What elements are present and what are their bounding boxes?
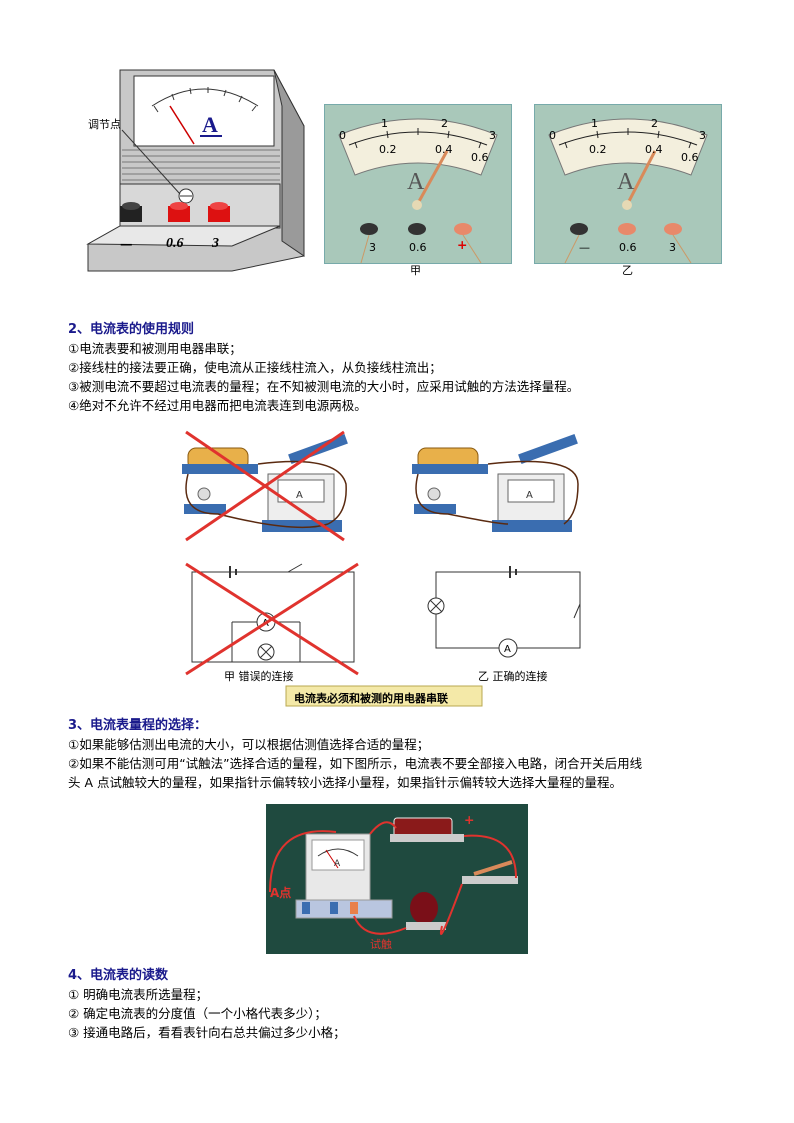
trial-meter-symbol: A [334, 859, 341, 869]
meter-right: A 0 1 2 3 0.2 0.4 0.6 — 0.6 3 [534, 104, 722, 264]
scale-bottom-1: 0.2 [379, 143, 397, 156]
rule-1: ①电流表要和被测用电器串联； [68, 341, 242, 356]
meter-left-symbol: A [407, 169, 425, 195]
rule-2: ②接线柱的接法要正确，使电流从正接线柱流入，从负接线柱流出； [68, 360, 442, 375]
rule-4: ④绝对不允许不经过用电器而把电流表连到电源两极。 [68, 398, 367, 413]
scale-top-0: 0 [549, 129, 556, 142]
section-4-heading: 4、电流表的读数 [68, 968, 169, 983]
caption-right: 乙 正确的连接 [478, 670, 548, 683]
terminal-label: 3 [369, 241, 376, 254]
reading-step-3: ③ 接通电路后，看看表针向右总共偏过多少小格； [68, 1025, 346, 1040]
label-yi: 乙 [622, 264, 633, 277]
section-4: 4、电流表的读数 ① 明确电流表所选量程； ② 确定电流表的分度值（一个小格代表… [68, 966, 346, 1042]
scale-top-1: 1 [591, 117, 598, 130]
label-jia: 甲 [410, 264, 421, 277]
terminal-0-6: 0.6 [166, 236, 184, 251]
section-3: 3、电流表量程的选择： ①如果能够估测出电流的大小，可以根据估测值选择合适的量程… [68, 716, 642, 792]
circuit-comparison-figure: A A A [178, 424, 594, 714]
scale-top-2: 2 [651, 117, 658, 130]
terminal-label: 0.6 [619, 241, 637, 254]
terminal-label: 3 [669, 241, 676, 254]
label-a-point: A点 [270, 886, 292, 900]
label-trial-touch: 试触 [370, 938, 392, 951]
range-rule-2: ②如果不能估测可用“试触法”选择合适的量程，如下图所示，电流表不要全部接入电路，… [68, 756, 643, 771]
terminal-label: 0.6 [409, 241, 427, 254]
section-3-heading: 3、电流表量程的选择： [68, 718, 208, 733]
section-2: 2、电流表的使用规则 ①电流表要和被测用电器串联； ②接线柱的接法要正确，使电流… [68, 320, 579, 415]
reading-step-2: ② 确定电流表的分度值（一个小格代表多少）； [68, 1006, 327, 1021]
reading-step-1: ① 明确电流表所选量程； [68, 987, 209, 1002]
scale-bottom-2: 0.4 [435, 143, 453, 156]
section-2-heading: 2、电流表的使用规则 [68, 322, 195, 337]
meter-right-symbol: A [617, 169, 635, 195]
label-plus: + [464, 812, 475, 827]
trial-touch-figure: A A点 试触 + [266, 804, 528, 954]
rule-3: ③被测电流不要超过电流表的量程；在不知被测电流的大小时，应采用试触的方法选择量程… [68, 379, 580, 394]
scale-bottom-3: 0.6 [471, 151, 489, 164]
ammeter-symbol: A [202, 112, 218, 137]
figure-banner: 电流表必须和被测的用电器串联 [294, 692, 448, 705]
terminal-label: + [457, 237, 468, 252]
caption-wrong: 甲 错误的连接 [224, 670, 294, 683]
scale-top-0: 0 [339, 129, 346, 142]
scale-bottom-1: 0.2 [589, 143, 607, 156]
meter-symbol: A [296, 490, 303, 501]
range-rule-1: ①如果能够估测出电流的大小，可以根据估测值选择合适的量程； [68, 737, 430, 752]
scale-top-2: 2 [441, 117, 448, 130]
terminal-label: — [579, 241, 590, 254]
range-rule-3: 头 A 点试触较大的量程，如果指针示偏转较小选择小量程，如果指针示偏转较大选择大… [68, 775, 622, 790]
meter-symbol: A [526, 490, 533, 501]
scale-top-1: 1 [381, 117, 388, 130]
terminal-3: 3 [212, 236, 219, 251]
scale-bottom-2: 0.4 [645, 143, 663, 156]
schematic-meter: A [504, 644, 511, 655]
scale-top-3: 3 [489, 129, 496, 142]
callout-label: 调节点 [88, 118, 121, 131]
ammeter-drawing: A 调节点 — 0.6 3 [82, 66, 312, 278]
meter-left: A 0 1 2 3 0.2 0.4 0.6 3 0.6 + [324, 104, 512, 264]
scale-top-3: 3 [699, 129, 706, 142]
terminal-neg: — [120, 236, 133, 251]
scale-bottom-3: 0.6 [681, 151, 699, 164]
